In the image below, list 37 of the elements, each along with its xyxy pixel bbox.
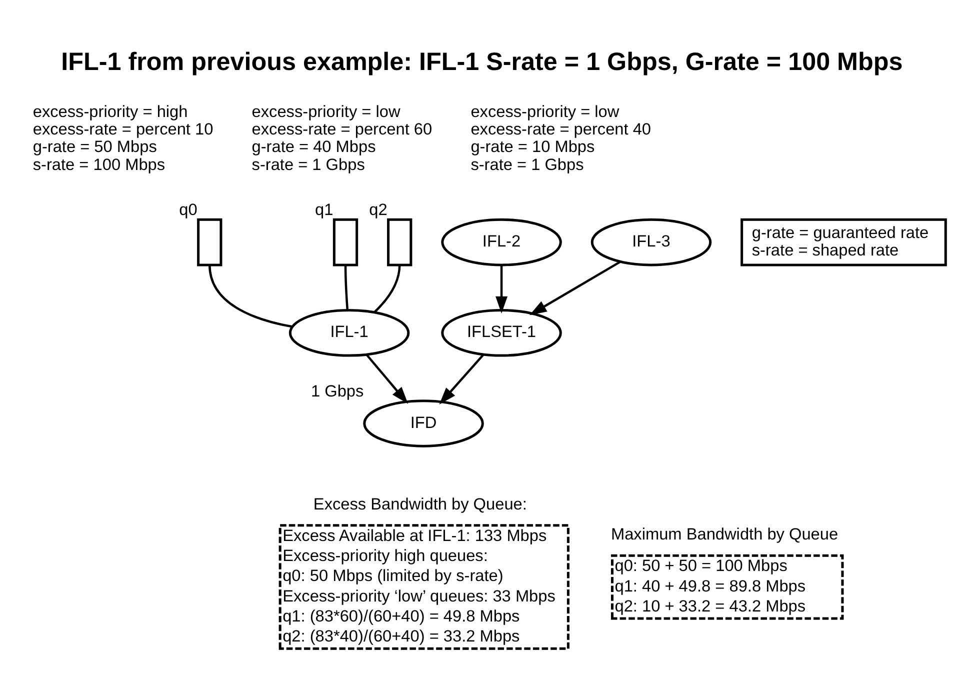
node-label: g-rate = 10 Mbps: [470, 138, 595, 156]
node-label: excess-priority = low: [470, 102, 620, 120]
node-ellipse: IFLSET-1: [441, 308, 562, 356]
node-label: s-rate = 1 Gbps: [470, 155, 584, 174]
diagram-title: IFL-1 from previous example: IFL-1 S-rate = 1 Gbps, G-rate = 100 Mbps: [61, 47, 903, 76]
node-label: Excess Bandwidth by Queue:: [313, 495, 527, 514]
connector: [208, 264, 292, 328]
arrow: [496, 264, 508, 314]
node-label: excess-rate = percent 10: [32, 120, 214, 138]
node-box: [387, 218, 412, 266]
node-label: g-rate = 50 Mbps: [32, 138, 157, 156]
node-label: 1 Gbps: [310, 382, 364, 400]
arrow: [530, 260, 621, 315]
node-label: excess-rate = percent 60: [252, 120, 432, 138]
node-label: s-rate = 1 Gbps: [252, 155, 365, 174]
connector: [374, 264, 401, 313]
node-label: excess-rate = percent 40: [470, 120, 652, 138]
arrow: [366, 353, 408, 404]
node-label: q0: [179, 200, 198, 219]
node-ellipse: IFL-1: [288, 308, 410, 356]
node-label: q2: [369, 200, 388, 219]
node-box: q0: 50 + 50 = 100 Mbps q1: 40 + 49.8 = 89.8 Mbps q2: 10 + 33.2 = 43.2 Mbps: [610, 554, 844, 620]
node-label: g-rate = 40 Mbps: [252, 138, 376, 156]
node-box: g-rate = guaranteed rate s-rate = shaped rate: [740, 218, 947, 266]
node-ellipse: IFD: [363, 399, 484, 447]
node-box: Excess Available at IFL-1: 133 Mbps Excess-priority high queues: q0: 50 Mbps (limited by s-rate) Excess-priority ‘low’ queues: 33 Mbps q1: (83*60)/(60+40) = 49.8 Mbps q2: (83*40)/(60+40) = 33.2 Mbps: [278, 524, 570, 650]
node-box: [197, 218, 222, 266]
arrow: [439, 353, 484, 404]
node-label: Maximum Bandwidth by Queue: [610, 525, 838, 544]
node-ellipse: IFL-2: [441, 218, 562, 266]
node-label: s-rate = 100 Mbps: [32, 155, 166, 174]
node-box: [332, 218, 358, 266]
node-label: excess-priority = low: [252, 102, 400, 120]
node-ellipse: IFL-3: [590, 218, 712, 266]
connector: [344, 264, 349, 310]
node-label: excess-priority = high: [32, 102, 188, 120]
node-label: q1: [315, 200, 334, 219]
